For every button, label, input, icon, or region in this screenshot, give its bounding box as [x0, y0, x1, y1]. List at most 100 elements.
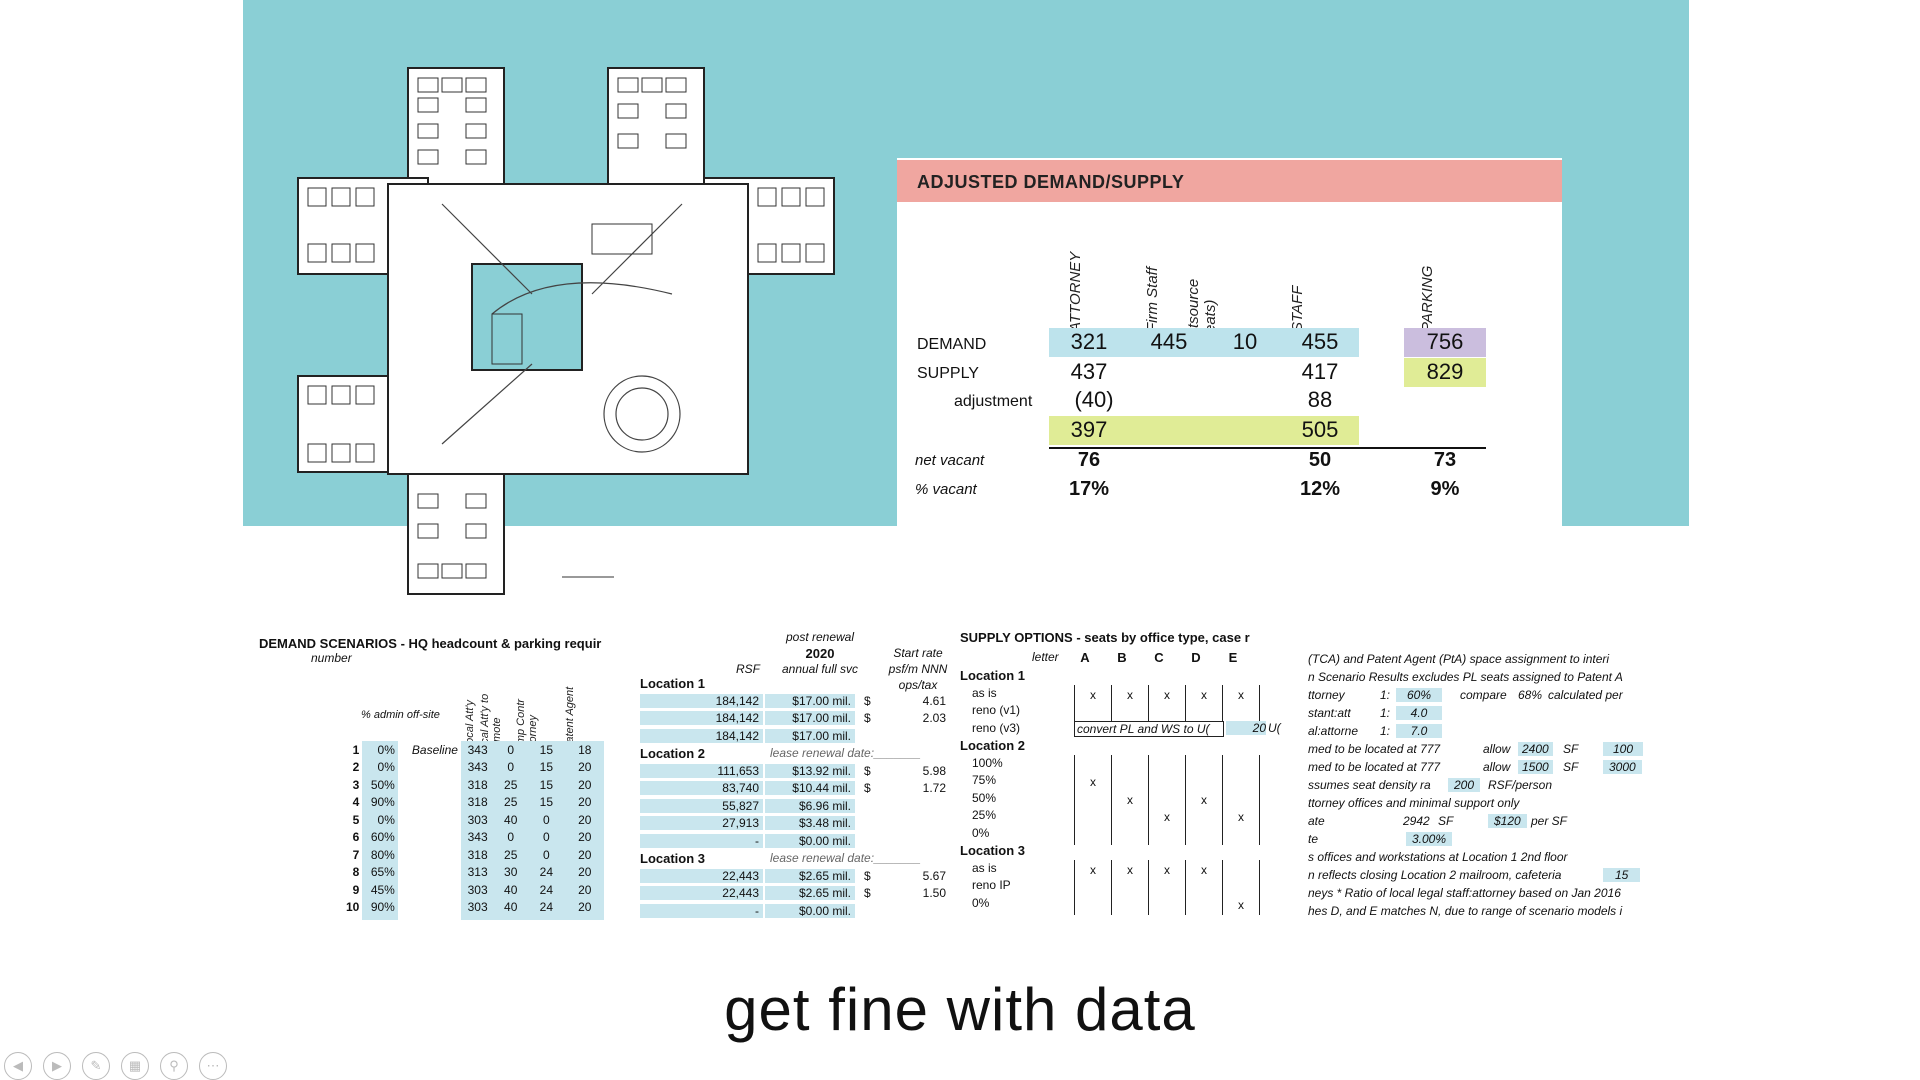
- previous-slide-icon[interactable]: ◀: [4, 1052, 32, 1080]
- density-value: 200: [1448, 778, 1481, 792]
- parking-demand-highlight: [1404, 328, 1486, 357]
- scenario-cell: 65%: [362, 863, 398, 881]
- scenario-cell: 80%: [362, 846, 398, 864]
- scenario-cell: 0: [527, 828, 566, 846]
- option-mark-cell[interactable]: x: [1222, 807, 1260, 827]
- scenario-cell: 303: [460, 881, 495, 899]
- option-mark-cell[interactable]: [1185, 824, 1223, 845]
- demand-scenarios-table: DEMAND SCENARIOS - HQ headcount & parkin…: [259, 636, 604, 920]
- option-mark-cell[interactable]: [1148, 894, 1186, 915]
- option-mark-cell[interactable]: [1148, 824, 1186, 845]
- option-mark-cell[interactable]: [1222, 702, 1260, 722]
- ratio-one: 1:: [1380, 706, 1391, 720]
- scenario-cell: 5: [352, 812, 360, 827]
- scenario-cell: 20: [565, 846, 604, 864]
- mailroom-row: n reflects closing Location 2 mailroom, …: [1308, 868, 1654, 886]
- scenario-cell: 6: [352, 830, 360, 845]
- option-mark-cell[interactable]: [1222, 824, 1260, 845]
- scenario-cell: 20: [565, 863, 604, 881]
- spacer-cell: [398, 916, 461, 920]
- scenario-cell: 0: [494, 828, 528, 846]
- rsf-cost-table: post renewal 2020 RSF annual full svc St…: [640, 630, 955, 920]
- scenario-cell: 1: [352, 742, 360, 757]
- scenario-cell: 20: [565, 776, 604, 794]
- zoom-icon[interactable]: ⚲: [160, 1052, 188, 1080]
- ops-tax-header: ops/tax: [898, 678, 938, 692]
- note-line-6: ttorney offices and minimal support only: [1308, 796, 1520, 810]
- spacer-cell: [398, 776, 461, 794]
- sf-label-2: SF: [1563, 760, 1579, 774]
- option-mark-cell[interactable]: [1111, 702, 1149, 722]
- option-mark-cell[interactable]: [1222, 859, 1260, 880]
- note-line-12: hes D, and E matches N, due to range of …: [1308, 904, 1623, 918]
- option-label: 0%: [972, 825, 990, 840]
- scenario-cell: 10: [345, 900, 360, 915]
- pct-vacant-staff-value: 12%: [1299, 478, 1341, 500]
- supply-staff-value: 417: [1301, 359, 1339, 384]
- ratio-value: 60%: [1396, 688, 1442, 702]
- ratio-one: 1:: [1380, 724, 1391, 738]
- scenario-cell: 20: [565, 793, 604, 811]
- dollar-sign: $: [864, 711, 871, 725]
- option-mark-cell[interactable]: [1111, 894, 1149, 915]
- supply-option-row: 100%: [960, 754, 1285, 775]
- option-mark-cell[interactable]: x: [1222, 684, 1260, 705]
- option-mark-cell[interactable]: [1222, 772, 1260, 792]
- slide-caption: get fine with data: [724, 976, 1196, 1043]
- scenario-cell: 25: [494, 846, 528, 864]
- rate-price-value: $120: [1488, 814, 1527, 828]
- scenario-cell: 313: [460, 863, 495, 881]
- note-line-11: neys * Ratio of local legal staff:attorn…: [1308, 886, 1621, 900]
- option-mark-cell[interactable]: [1074, 702, 1112, 722]
- adjusted-attorney-value: 397: [1070, 417, 1108, 442]
- value-100: 100: [1603, 742, 1644, 756]
- option-tail: U(: [1268, 720, 1281, 735]
- annual-cost-value: $3.48 mil.: [765, 816, 855, 830]
- allow-row-1: med to be located at 777 allow 2400 SF 1…: [1308, 742, 1654, 760]
- scenario-cell: 0: [494, 758, 528, 776]
- option-mark-cell[interactable]: [1222, 877, 1260, 897]
- option-mark-cell[interactable]: x: [1222, 894, 1260, 915]
- start-rate-value: 5.98: [922, 763, 946, 778]
- rsf-row: -$0.00 mil.: [640, 833, 955, 851]
- location-label: Location 2: [640, 746, 706, 761]
- option-label: reno IP: [972, 878, 1011, 892]
- option-mark-cell[interactable]: [1222, 754, 1260, 775]
- option-mark-cell[interactable]: [1074, 894, 1112, 915]
- supply-option-row: 0%: [960, 824, 1285, 845]
- adjustment-attorney-value: (40): [1074, 387, 1114, 412]
- option-mark-cell[interactable]: [1222, 789, 1260, 810]
- supply-attorney-value: 437: [1070, 359, 1108, 384]
- option-mark-cell[interactable]: [1148, 702, 1186, 722]
- next-slide-icon[interactable]: ▶: [43, 1052, 71, 1080]
- rsf-row: 22,443$2.65 mil.$1.50: [640, 886, 955, 903]
- row-label-adjustment: adjustment: [954, 393, 1033, 410]
- pen-icon[interactable]: ✎: [82, 1052, 110, 1080]
- option-letter: A: [1080, 650, 1090, 665]
- pct-vacant-parking-value: 9%: [1430, 478, 1460, 500]
- annual-cost-value: $2.65 mil.: [765, 868, 855, 883]
- lease-renewal-label: lease renewal date:_______: [770, 746, 921, 760]
- option-mark-cell[interactable]: [1185, 702, 1223, 722]
- option-mark-cell[interactable]: [1185, 894, 1223, 915]
- scenario-cell: 303: [460, 898, 495, 916]
- option-mark-cell[interactable]: [1074, 824, 1112, 845]
- more-options-icon[interactable]: ⋯: [199, 1052, 227, 1080]
- sf-label-1: SF: [1563, 742, 1579, 756]
- spacer-cell: [398, 899, 461, 917]
- scenario-cell: 0: [527, 846, 566, 864]
- rsf-value: 55,827: [640, 798, 763, 813]
- option-mark-cell[interactable]: [1111, 824, 1149, 845]
- scenario-cell: 20: [565, 828, 604, 846]
- rate-sf-value: 2942: [1403, 814, 1430, 828]
- spacer-cell: [398, 811, 461, 829]
- note-line-9: s offices and workstations at Location 1…: [1308, 850, 1568, 864]
- all-slides-icon[interactable]: ▦: [121, 1052, 149, 1080]
- scenario-cell: 45%: [362, 881, 398, 899]
- rsf-value: 83,740: [640, 781, 763, 795]
- location-label: Location 1: [960, 668, 1026, 683]
- supply-options-table: SUPPLY OPTIONS - seats by office type, c…: [960, 630, 1285, 920]
